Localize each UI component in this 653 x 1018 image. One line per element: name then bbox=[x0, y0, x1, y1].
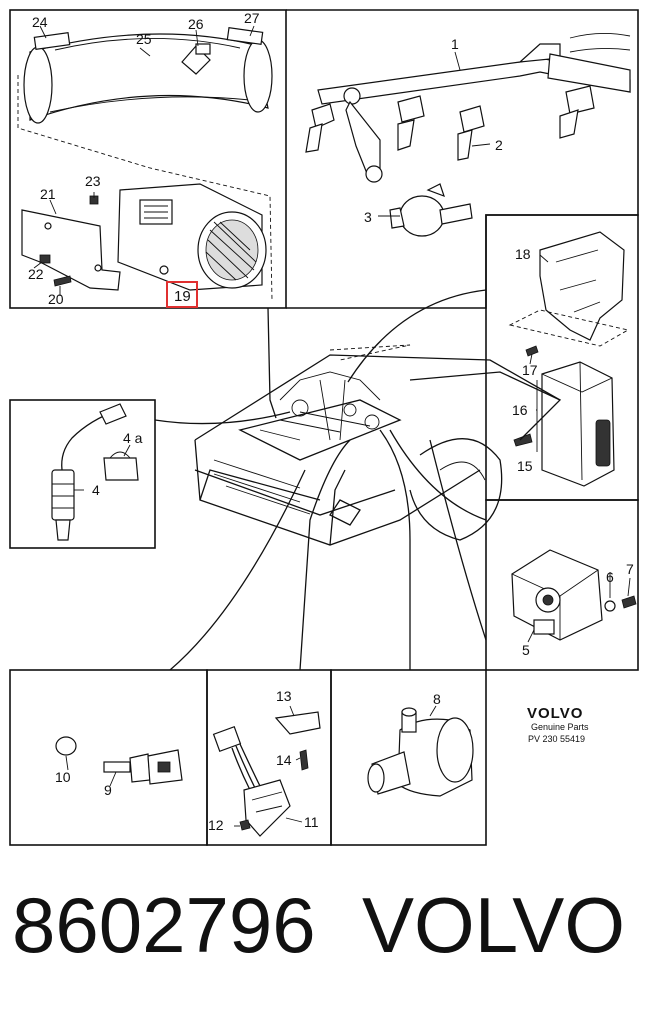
screw-20 bbox=[53, 275, 72, 287]
screw-17 bbox=[525, 345, 539, 357]
panel-air-intake bbox=[9, 9, 287, 309]
pressure-regulator bbox=[389, 183, 473, 237]
valve-8 bbox=[367, 707, 474, 797]
injectors bbox=[305, 85, 595, 161]
callout-8: 8 bbox=[433, 691, 441, 707]
callout-24: 24 bbox=[32, 14, 48, 30]
air-mass-meter bbox=[117, 183, 267, 291]
callout-19-highlight[interactable]: 19 bbox=[166, 281, 198, 308]
screw-14 bbox=[299, 749, 309, 771]
car-outline bbox=[194, 344, 562, 546]
intake-dash-line bbox=[17, 75, 273, 301]
panel-oxygen-sensor bbox=[9, 399, 156, 549]
intake-hose bbox=[23, 27, 273, 124]
callout-6: 6 bbox=[606, 569, 614, 585]
callout-19: 19 bbox=[174, 288, 191, 305]
screw-12 bbox=[239, 819, 251, 831]
oxygen-sensor bbox=[51, 403, 127, 541]
callout-12: 12 bbox=[208, 817, 224, 833]
logo-subtitle: Genuine Parts bbox=[531, 722, 589, 732]
part-number: 8602796 bbox=[12, 881, 316, 969]
screw-22 bbox=[39, 254, 51, 264]
callout-22: 22 bbox=[28, 266, 44, 282]
temp-sensor bbox=[103, 749, 183, 785]
control-unit bbox=[541, 361, 615, 487]
leader-lines bbox=[154, 289, 487, 671]
panel-valve bbox=[330, 669, 487, 846]
callout-25: 25 bbox=[136, 31, 152, 47]
callout-14: 14 bbox=[276, 752, 292, 768]
logo-brand: VOLVO bbox=[527, 705, 583, 722]
callout-10: 10 bbox=[55, 769, 71, 785]
callout-4: 4 bbox=[92, 482, 100, 498]
bracket-13 bbox=[274, 711, 321, 735]
bracket bbox=[21, 209, 121, 291]
washer-6 bbox=[604, 600, 616, 612]
fuel-rail bbox=[317, 33, 631, 183]
screw-7 bbox=[621, 595, 637, 609]
callout-13: 13 bbox=[276, 688, 292, 704]
clip-4a bbox=[103, 451, 139, 481]
screw-15 bbox=[513, 433, 533, 447]
callout-3: 3 bbox=[364, 209, 372, 225]
callout-4a: 4 a bbox=[123, 430, 143, 446]
callout-5: 5 bbox=[522, 642, 530, 658]
callout-11: 11 bbox=[304, 814, 319, 830]
callout-21: 21 bbox=[40, 186, 56, 202]
parts-diagram: 24 25 26 27 23 21 22 20 19 1 2 3 18 17 1… bbox=[9, 9, 639, 846]
callout-27: 27 bbox=[244, 10, 260, 26]
callout-16: 16 bbox=[512, 402, 528, 418]
logo-code: PV 230 55419 bbox=[528, 734, 585, 744]
volvo-logo: VOLVO Genuine Parts PV 230 55419 bbox=[527, 705, 589, 744]
washer-10 bbox=[55, 736, 77, 756]
callout-2: 2 bbox=[495, 137, 503, 153]
throttle-switch bbox=[511, 549, 603, 641]
callout-9: 9 bbox=[104, 782, 112, 798]
callout-23: 23 bbox=[85, 173, 101, 189]
callout-20: 20 bbox=[48, 291, 64, 307]
callout-17: 17 bbox=[522, 362, 538, 378]
callout-7: 7 bbox=[626, 561, 634, 577]
callout-26: 26 bbox=[188, 16, 204, 32]
wiring-harness bbox=[212, 726, 291, 837]
callout-1: 1 bbox=[451, 36, 459, 52]
callout-15: 15 bbox=[517, 458, 533, 474]
callout-18: 18 bbox=[515, 246, 531, 262]
brand-name: VOLVO bbox=[362, 881, 625, 969]
panel-throttle-switch bbox=[485, 499, 639, 671]
callout-leaders bbox=[33, 25, 631, 827]
ecu-bracket bbox=[508, 231, 630, 347]
